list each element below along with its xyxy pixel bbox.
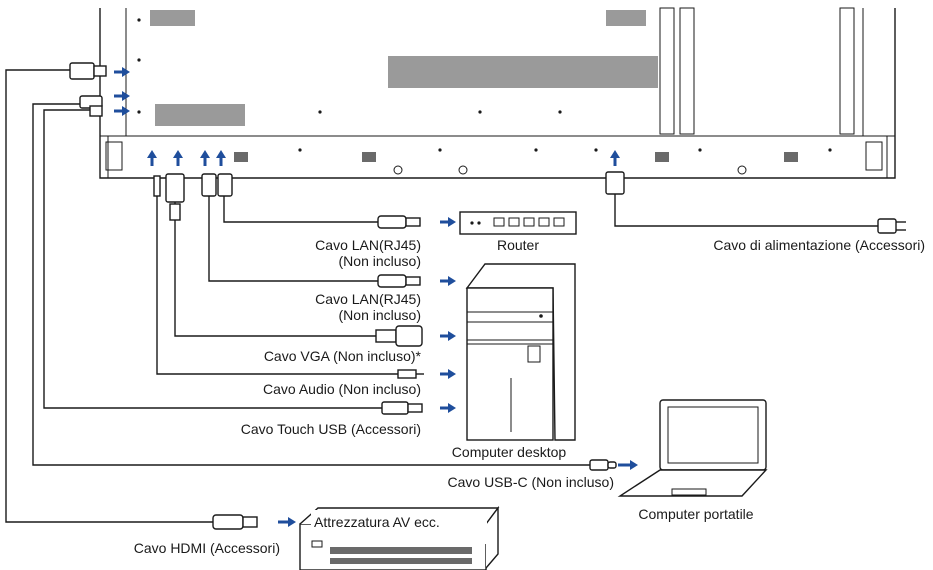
vga-plug-icon xyxy=(165,173,185,221)
label-power-cable: Cavo di alimentazione (Accessori) xyxy=(713,237,925,253)
label-av-equipment: Attrezzatura AV ecc. xyxy=(314,514,440,530)
usb-end-plug-icon xyxy=(381,401,423,415)
display-panel xyxy=(99,7,896,179)
arrow-right-icon xyxy=(440,403,456,413)
arrow-right-icon xyxy=(618,460,638,470)
hdmi-side-plug-icon xyxy=(69,62,107,80)
hdmi-end-plug-icon xyxy=(212,514,258,530)
cable-lines xyxy=(5,69,878,523)
label-audio-cable: Cavo Audio (Non incluso) xyxy=(263,381,421,397)
arrow-right-icon xyxy=(114,67,130,77)
arrow-up-icon xyxy=(216,150,226,166)
arrow-right-icon xyxy=(440,331,456,341)
desktop-computer xyxy=(465,263,576,441)
arrow-right-icon xyxy=(440,369,456,379)
label-lan-cable-1: Cavo LAN(RJ45) xyxy=(315,237,421,253)
av-equipment xyxy=(299,505,500,570)
arrows xyxy=(114,67,638,527)
usbc-end-plug-icon xyxy=(589,459,617,471)
audio-plug-icon xyxy=(153,175,161,197)
arrow-right-icon xyxy=(440,276,456,286)
arrow-up-icon xyxy=(610,150,620,166)
arrow-up-icon xyxy=(200,150,210,166)
label-desktop-computer: Computer desktop xyxy=(452,444,567,460)
labels: Cavo LAN(RJ45) (Non incluso) Router Cavo… xyxy=(134,237,925,556)
label-lan-cable-1-note: (Non incluso) xyxy=(339,253,421,269)
arrow-right-icon xyxy=(114,91,130,101)
usb-side-plug-icon xyxy=(79,95,103,117)
power-plug-icon xyxy=(605,171,625,195)
audio-end-plug-icon xyxy=(397,369,424,379)
vent-grille xyxy=(150,10,658,126)
label-lan-cable-2: Cavo LAN(RJ45) xyxy=(315,291,421,307)
router xyxy=(459,211,577,235)
screw-dots xyxy=(137,18,832,152)
laptop xyxy=(617,399,768,497)
connectors xyxy=(69,62,906,530)
label-vga-cable: Cavo VGA (Non incluso)* xyxy=(264,348,422,364)
arrow-right-icon xyxy=(114,106,130,116)
arrow-right-icon xyxy=(440,217,456,227)
arrow-up-icon xyxy=(173,150,183,166)
power-end-plug-icon xyxy=(877,218,906,234)
label-usbc-cable: Cavo USB-C (Non incluso) xyxy=(448,474,615,490)
label-hdmi-cable: Cavo HDMI (Accessori) xyxy=(134,540,280,556)
arrow-up-icon xyxy=(147,150,157,166)
label-router: Router xyxy=(497,237,539,253)
lan-end-plug-icon xyxy=(377,274,421,288)
lan-plug-icon xyxy=(201,173,233,197)
label-laptop: Computer portatile xyxy=(638,506,753,522)
label-touch-usb-cable: Cavo Touch USB (Accessori) xyxy=(241,421,421,437)
label-lan-cable-2-note: (Non incluso) xyxy=(339,307,421,323)
lan-end-plug-icon xyxy=(377,215,421,229)
vga-end-plug-icon xyxy=(375,325,423,347)
arrow-right-icon xyxy=(278,517,296,527)
